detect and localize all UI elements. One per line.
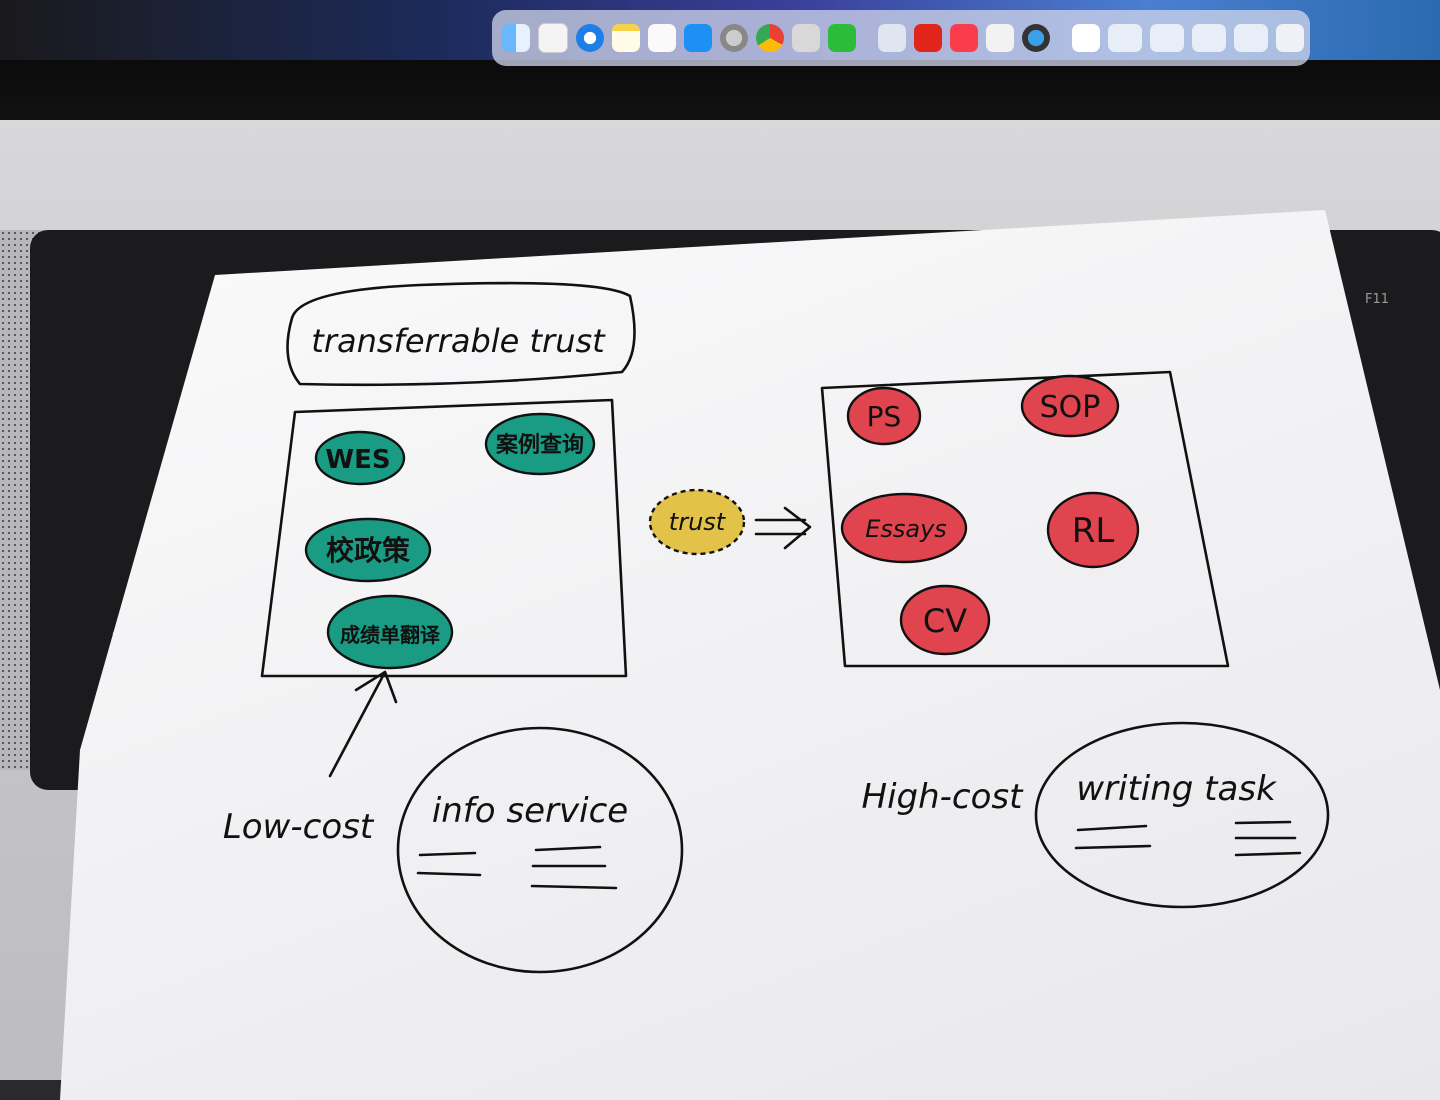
right-item-rl: RL xyxy=(1072,511,1115,551)
quicktime-icon[interactable] xyxy=(1022,24,1050,52)
chrome-icon[interactable] xyxy=(756,24,784,52)
low-cost-service: info service xyxy=(432,791,628,831)
notes-icon[interactable] xyxy=(612,24,640,52)
rl-blob xyxy=(1046,491,1140,569)
right-item-cv: CV xyxy=(923,602,967,640)
wes-blob xyxy=(314,430,406,486)
trust-blob xyxy=(648,488,746,556)
high-cost-service: writing task xyxy=(1076,769,1277,809)
low-cost-label: Low-cost xyxy=(223,807,375,847)
preview-icon[interactable] xyxy=(878,24,906,52)
info-underlines xyxy=(416,851,482,877)
freeform-icon[interactable] xyxy=(986,24,1014,52)
settings-icon[interactable] xyxy=(720,24,748,52)
transcript-blob xyxy=(326,594,454,670)
school-policy-blob xyxy=(304,517,432,583)
acrobat-icon[interactable] xyxy=(914,24,942,52)
macos-dock[interactable] xyxy=(492,10,1310,66)
low-cost-circle xyxy=(396,726,684,974)
paper-sheet xyxy=(60,210,1440,1100)
finder-icon[interactable] xyxy=(502,24,530,52)
title-text: transferrable trust xyxy=(311,322,606,360)
launchpad-icon[interactable] xyxy=(538,23,568,53)
cv-blob xyxy=(899,584,991,656)
wechat-icon[interactable] xyxy=(828,24,856,52)
document-icon[interactable] xyxy=(1072,24,1100,52)
left-item-wes: WES xyxy=(325,445,390,475)
calculator-icon[interactable] xyxy=(792,24,820,52)
left-box xyxy=(260,398,628,678)
writing-underlines xyxy=(1074,824,1152,850)
task-underlines xyxy=(1234,820,1302,857)
left-item-transcript: 成绩单翻译 xyxy=(340,623,441,647)
case-query-blob xyxy=(484,412,596,476)
left-item-case-query: 案例查询 xyxy=(495,432,584,458)
f11-key-label: F11 xyxy=(1365,292,1390,307)
essays-blob xyxy=(840,492,968,564)
ps-blob xyxy=(846,386,922,446)
app-store-icon[interactable] xyxy=(684,24,712,52)
reminders-icon[interactable] xyxy=(648,24,676,52)
window-thumbnail-icon[interactable] xyxy=(1192,24,1226,52)
right-item-sop: SOP xyxy=(1040,390,1101,425)
bridge-label: trust xyxy=(669,508,727,536)
left-item-school-policy: 校政策 xyxy=(326,534,410,567)
high-cost-label: High-cost xyxy=(862,777,1025,817)
sop-blob xyxy=(1020,374,1120,438)
up-arrow xyxy=(328,670,398,778)
right-item-ps: PS xyxy=(867,400,902,433)
right-item-essays: Essays xyxy=(865,515,947,543)
service-underlines xyxy=(530,845,618,890)
high-cost-circle xyxy=(1034,721,1330,909)
music-icon[interactable] xyxy=(950,24,978,52)
window-thumbnail-icon[interactable] xyxy=(1150,24,1184,52)
trash-icon[interactable] xyxy=(1276,24,1304,52)
window-thumbnail-icon[interactable] xyxy=(1108,24,1142,52)
title-bubble xyxy=(286,281,636,387)
double-arrow xyxy=(754,506,812,550)
safari-icon[interactable] xyxy=(576,24,604,52)
window-thumbnail-icon[interactable] xyxy=(1234,24,1268,52)
